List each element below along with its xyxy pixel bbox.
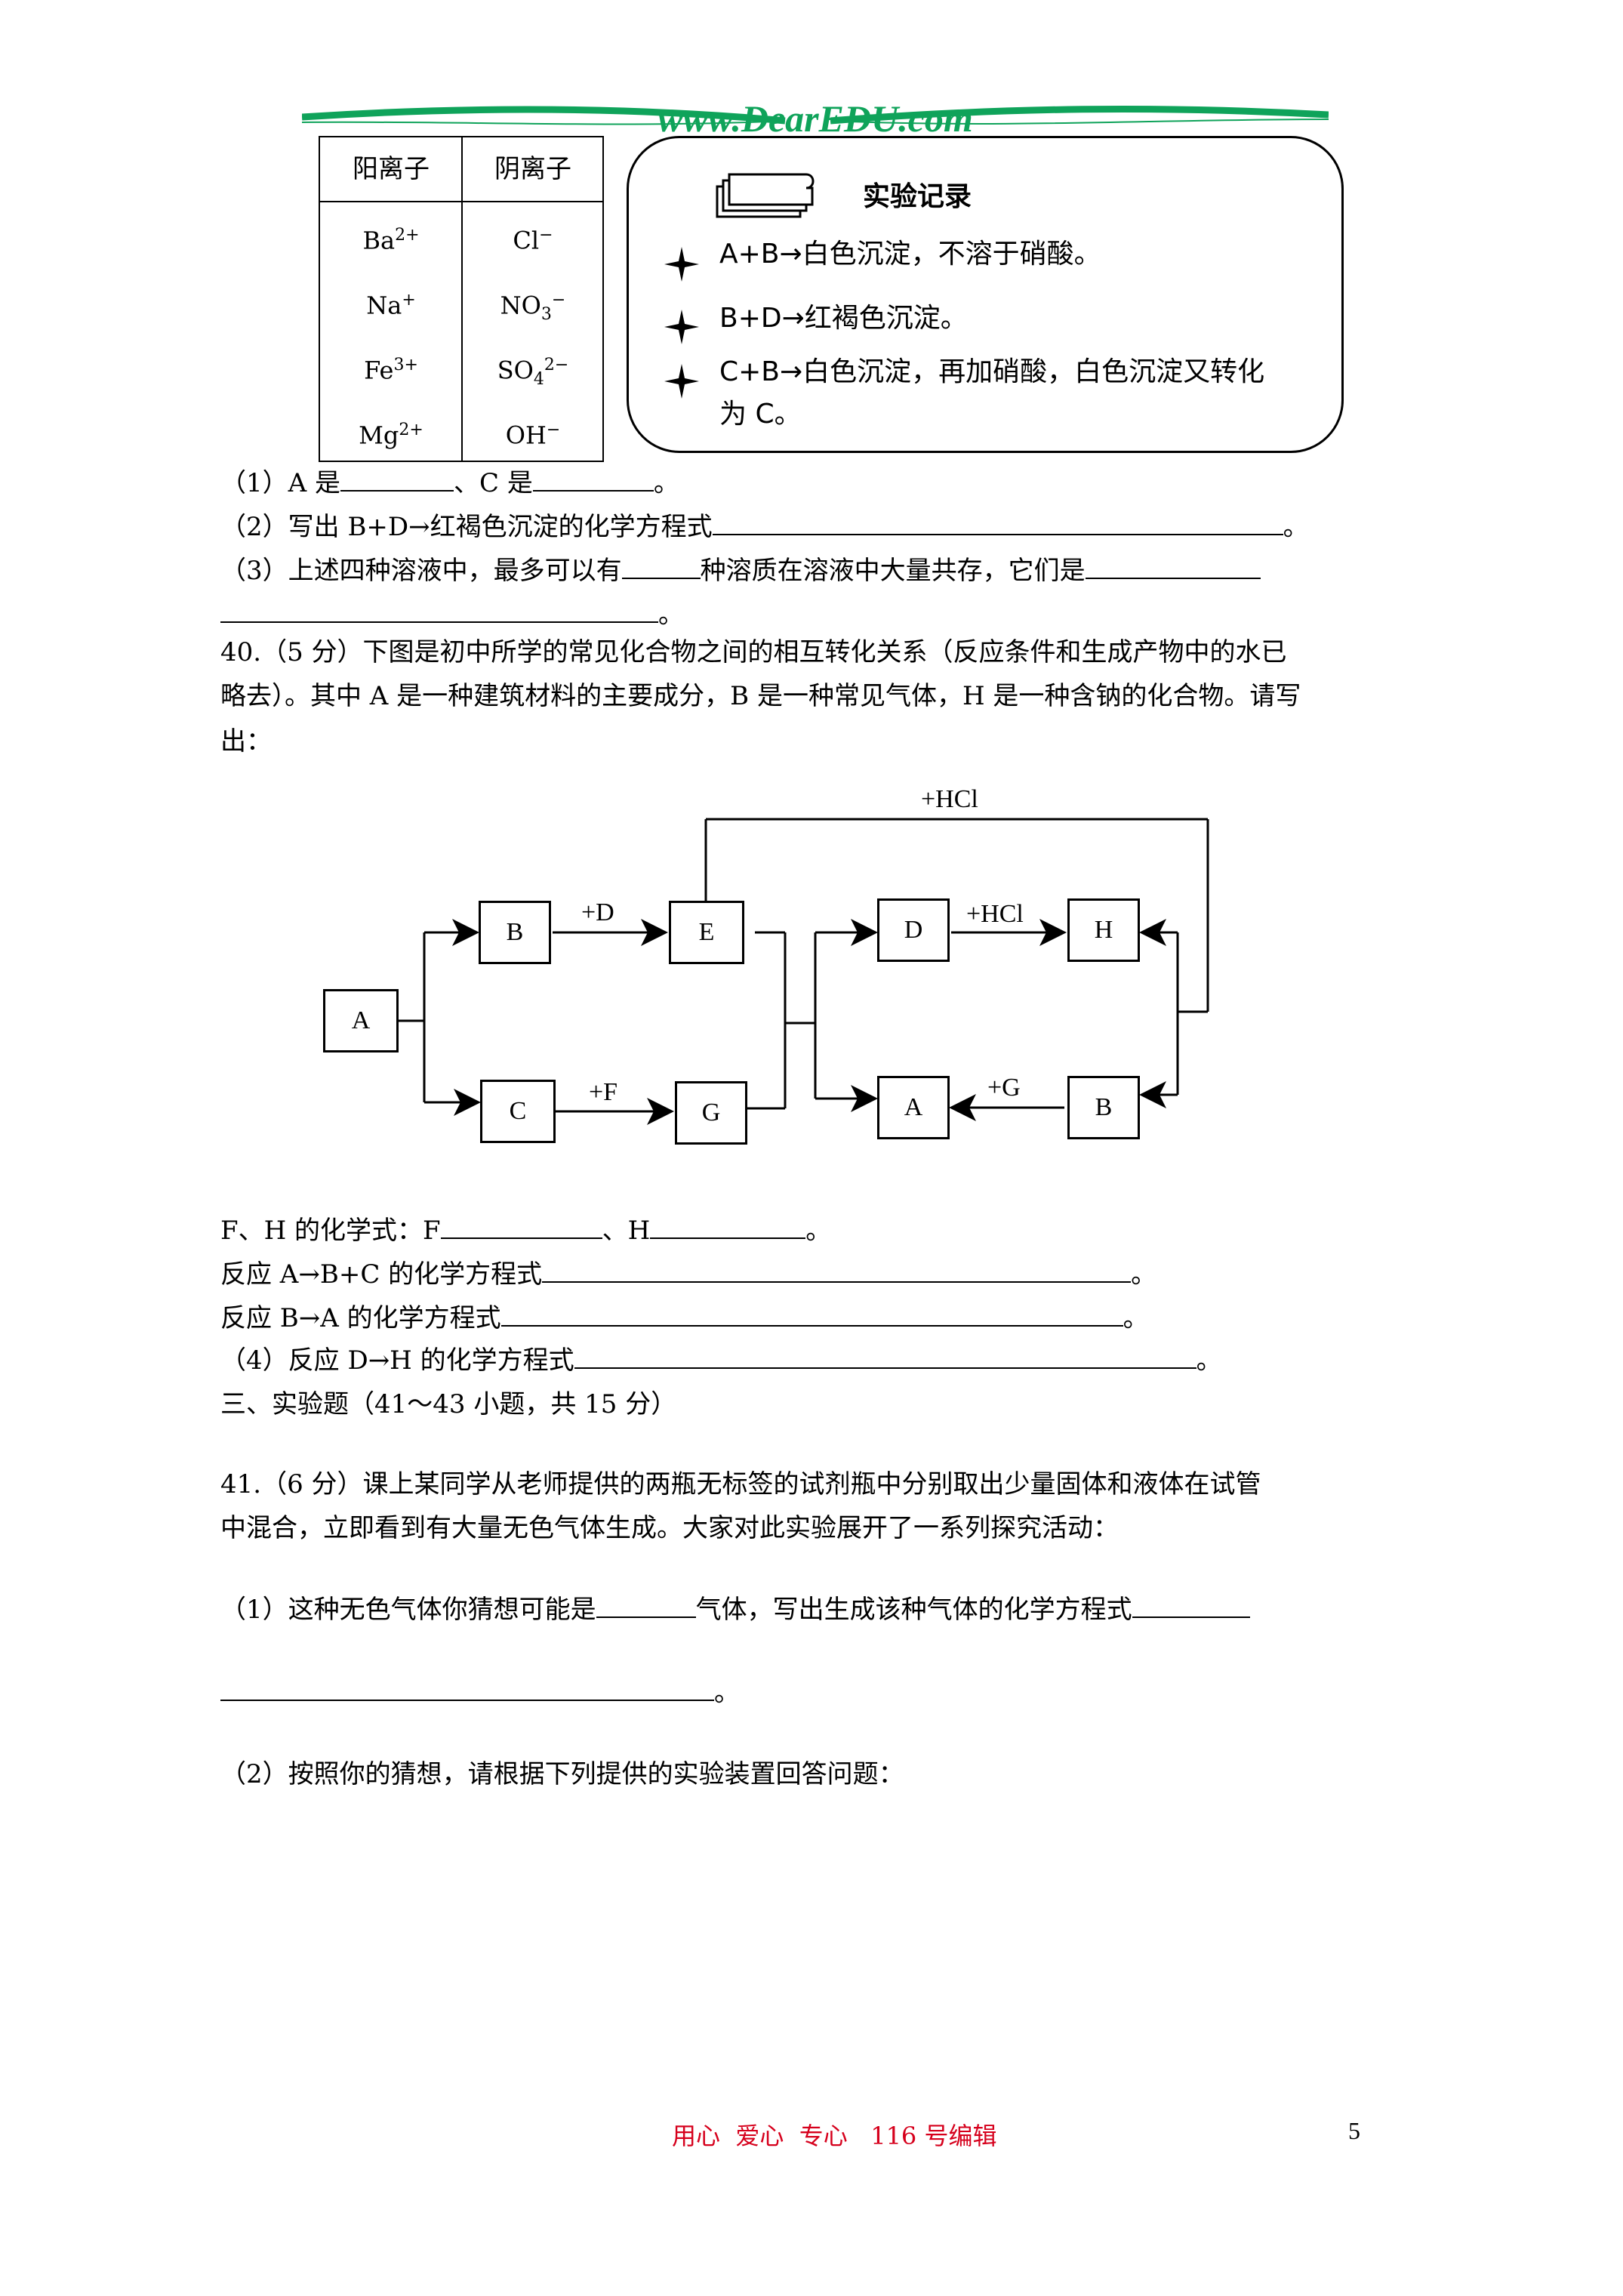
q41-part1: （1）这种无色气体你猜想可能是气体，写出生成该种气体的化学方程式 <box>220 1593 1250 1626</box>
answer-blank-solutes-2[interactable] <box>220 599 658 623</box>
cation-mg: Mg2+ <box>359 421 423 450</box>
answer-blank-f[interactable] <box>440 1215 602 1239</box>
q41-stem-line1: 41.（6 分）课上某同学从老师提供的两瓶无标签的试剂瓶中分别取出少量固体和液体… <box>220 1469 1261 1499</box>
label-plus-g: +G <box>987 1074 1021 1102</box>
label-plus-hcl-top: +HCl <box>921 785 978 813</box>
label-plus-d: +D <box>581 898 614 926</box>
q39-part3-continued: 。 <box>220 598 684 631</box>
q39-part1: （1）A 是、C 是。 <box>220 467 679 498</box>
reaction-diagram: A B C E G D H A B +D +F +HCl +HCl +G <box>302 778 1283 1185</box>
sparkle-icon <box>664 364 699 399</box>
node-d: D <box>877 898 950 962</box>
cation-na: Na+ <box>366 291 416 320</box>
record-title: 实验记录 <box>863 181 972 212</box>
sparkle-icon <box>664 247 699 282</box>
label-plus-hcl: +HCl <box>966 900 1024 928</box>
q40-answer-b-a: 反应 B→A 的化学方程式。 <box>220 1302 1149 1333</box>
header-site: www.DearEDU.com <box>658 97 973 140</box>
answer-blank-eq-d[interactable] <box>574 1345 1196 1369</box>
q40-stem-line2: 略去）。其中 A 是一种建筑材料的主要成分，B 是一种常见气体，H 是一种含钠的… <box>220 681 1301 711</box>
notebook-icon <box>716 173 815 218</box>
header-banner <box>302 105 1329 125</box>
record-item-3: C+B→白色沉淀，再加硝酸，白色沉淀又转化 <box>719 356 1265 387</box>
cation-fe: Fe3+ <box>364 356 418 385</box>
ion-table: 阳离子 阴离子 Ba2+ Cl− Na+ NO3− Fe3+ SO42− Mg2… <box>319 136 604 462</box>
q40-answer-d-h: （4）反应 D→H 的化学方程式。 <box>220 1345 1222 1376</box>
answer-blank-a[interactable] <box>340 467 454 492</box>
q40-answer-a-bc: 反应 A→B+C 的化学方程式。 <box>220 1259 1157 1290</box>
anion-cl: Cl− <box>513 226 553 255</box>
answer-blank-gas-eq[interactable] <box>1132 1594 1250 1618</box>
q41-part2: （2）按照你的猜想，请根据下列提供的实验装置回答问题： <box>220 1759 904 1789</box>
q41-part1-continued: 。 <box>220 1676 740 1709</box>
q40-answer-formulas: F、H 的化学式：F、H。 <box>220 1215 832 1246</box>
node-e: E <box>669 901 744 964</box>
anion-so4: SO42− <box>497 356 569 390</box>
table-header-anion: 阴离子 <box>494 154 571 184</box>
node-a: A <box>323 989 399 1052</box>
page-number: 5 <box>1348 2117 1360 2144</box>
answer-blank-gas-eq-2[interactable] <box>220 1677 714 1701</box>
diagram-connectors <box>399 818 1209 1125</box>
q40-stem-line1: 40.（5 分）下图是初中所学的常见化合物之间的相互转化关系（反应条件和生成产物… <box>220 637 1287 667</box>
q39-part3: （3）上述四种溶液中，最多可以有种溶质在溶液中大量共存，它们是 <box>220 554 1261 587</box>
sparkle-icon <box>664 310 699 344</box>
section-three-heading: 三、实验题（41～43 小题，共 15 分） <box>220 1389 677 1419</box>
q41-stem-line2: 中混合，立即看到有大量无色气体生成。大家对此实验展开了一系列探究活动： <box>220 1513 1119 1543</box>
answer-blank-eq-b[interactable] <box>500 1302 1123 1327</box>
q39-part2: （2）写出 B+D→红褐色沉淀的化学方程式。 <box>220 511 1309 542</box>
answer-blank-equation[interactable] <box>712 511 1283 535</box>
q40-stem-line3: 出： <box>220 726 272 757</box>
answer-blank-c[interactable] <box>532 467 654 492</box>
answer-blank-gas[interactable] <box>596 1594 696 1618</box>
record-item-3-continued: 为 C。 <box>719 399 802 430</box>
table-header-cation: 阳离子 <box>353 154 430 184</box>
answer-blank-h[interactable] <box>650 1215 806 1239</box>
answer-blank-count[interactable] <box>621 555 701 579</box>
node-c: C <box>480 1080 556 1143</box>
label-plus-f: +F <box>589 1078 618 1106</box>
record-item-2: B+D→红褐色沉淀。 <box>719 303 968 334</box>
node-h: H <box>1067 898 1140 962</box>
answer-blank-solutes[interactable] <box>1085 555 1261 579</box>
node-b: B <box>479 901 551 964</box>
record-item-1: A+B→白色沉淀，不溶于硝酸。 <box>719 239 1101 270</box>
cation-ba: Ba2+ <box>362 226 420 255</box>
node-b-right: B <box>1067 1076 1140 1139</box>
anion-oh: OH− <box>505 421 561 450</box>
footer-text: 用心 爱心 专心 116 号编辑 <box>672 2122 997 2150</box>
node-g: G <box>675 1081 747 1145</box>
node-a-right: A <box>877 1076 950 1139</box>
anion-no3: NO3− <box>500 291 566 325</box>
answer-blank-eq-a[interactable] <box>542 1259 1132 1283</box>
experiment-record-box: 实验记录 A+B→白色沉淀，不溶于硝酸。 B+D→红褐色沉淀。 C+B→白色沉淀… <box>627 136 1344 453</box>
